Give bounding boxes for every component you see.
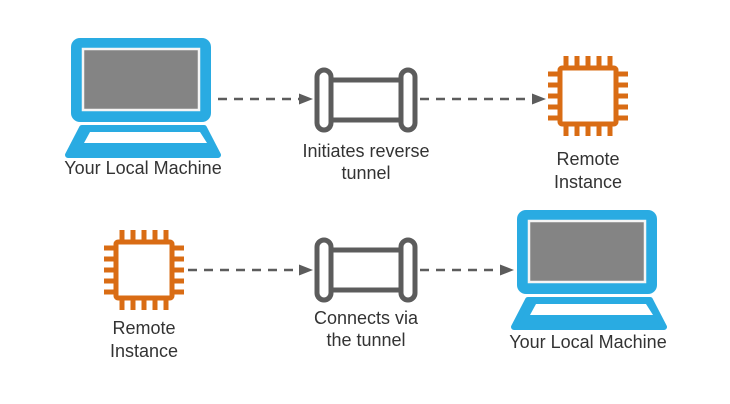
dashed-arrow [188, 264, 313, 276]
tunnel-icon [314, 237, 418, 308]
laptop-label: Your Local Machine [509, 332, 667, 352]
chip-label-line1: Remote [112, 318, 176, 338]
tunnel-label-line2: the tunnel [326, 330, 406, 350]
dashed-arrow [420, 93, 546, 105]
chip-icon [104, 230, 184, 315]
laptop-icon [510, 208, 668, 337]
tunnel-icon [314, 67, 418, 138]
tunnel-label: Connects via the tunnel [276, 307, 456, 351]
dashed-arrow [218, 93, 313, 105]
chip-icon [548, 56, 628, 141]
tunnel-label: Initiates reverse tunnel [276, 140, 456, 184]
tunnel-label-line2: tunnel [341, 163, 391, 183]
tunnel-label-line1: Connects via [313, 308, 419, 328]
chip-label: Remote Instance [64, 317, 224, 363]
laptop-icon [64, 36, 222, 165]
chip-label-line1: Remote [556, 149, 620, 169]
chip-label-line2: Instance [109, 341, 179, 361]
dashed-arrow [420, 264, 514, 276]
tunnel-label-line1: Initiates reverse [302, 141, 430, 161]
chip-label-line2: Instance [553, 172, 623, 192]
laptop-label: Your Local Machine [64, 158, 222, 178]
chip-label: Remote Instance [508, 148, 668, 194]
